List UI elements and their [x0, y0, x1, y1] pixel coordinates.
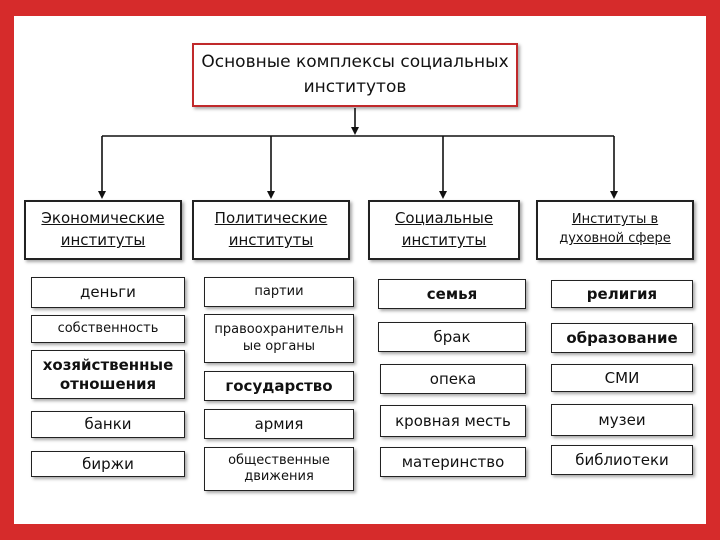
item-economic-1: деньги: [31, 277, 185, 308]
item-spiritual-1: религия: [551, 280, 693, 308]
category-political: Политические институты: [192, 200, 350, 260]
item-social-1: семья: [378, 279, 526, 309]
item-economic-2: собственность: [31, 315, 185, 343]
item-political-3: государство: [204, 371, 354, 401]
item-social-4: кровная месть: [380, 405, 526, 437]
item-economic-3: хозяйственные отношения: [31, 350, 185, 399]
category-spiritual: Институты в духовной сфере: [536, 200, 694, 260]
main-title-box: Основные комплексы социальных институтов: [192, 43, 518, 107]
item-political-1: партии: [204, 277, 354, 307]
item-economic-4: банки: [31, 411, 185, 438]
item-social-5: материнство: [380, 447, 526, 477]
item-economic-5: биржи: [31, 451, 185, 477]
item-spiritual-4: музеи: [551, 404, 693, 436]
item-spiritual-2: образование: [551, 323, 693, 353]
item-political-4: армия: [204, 409, 354, 439]
category-social: Социальные институты: [368, 200, 520, 260]
category-economic: Экономические институты: [24, 200, 182, 260]
item-spiritual-5: библиотеки: [551, 445, 693, 475]
item-political-5: общественные движения: [204, 447, 354, 491]
item-spiritual-3: СМИ: [551, 364, 693, 392]
item-social-3: опека: [380, 364, 526, 394]
item-political-2: правоохранительные органы: [204, 314, 354, 363]
item-social-2: брак: [378, 322, 526, 352]
